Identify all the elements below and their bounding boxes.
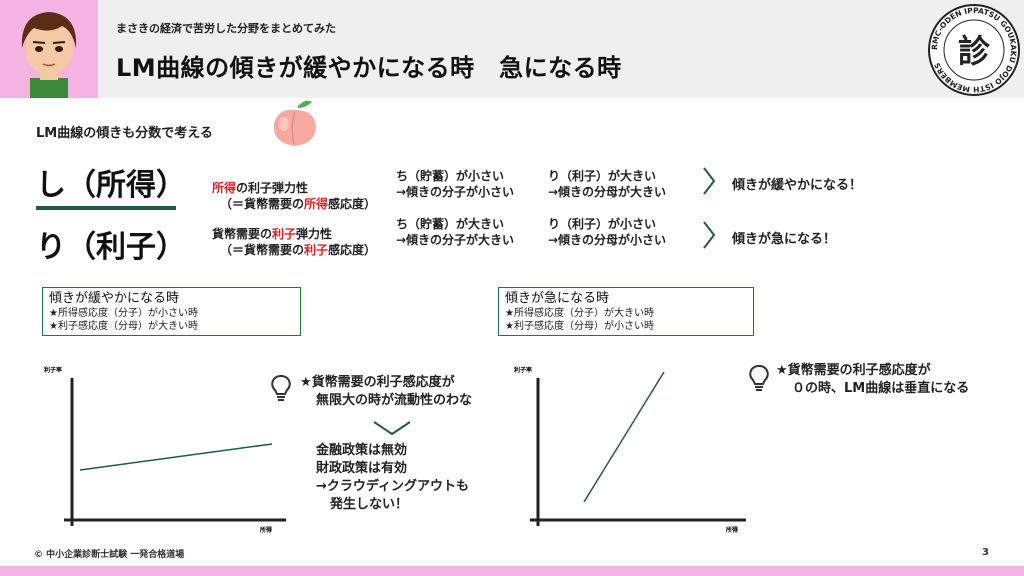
box-steep-line2: ★利子感応度（分母）が小さい時 [505, 321, 654, 332]
row1-elasticity: 所得の利子弾力性 [212, 181, 309, 195]
row2-ri-arrow: →傾きの分母が小さい [548, 233, 667, 247]
fraction-divider [36, 206, 176, 210]
box-gentle-line2: ★利子感応度（分母）が大きい時 [49, 321, 198, 332]
footer-copyright: © 中小企業診断士試験 一発合格道場 [34, 550, 185, 560]
policy-monetary: 金融政策は無効 [316, 443, 408, 458]
footer-bar [0, 566, 1024, 576]
seal-glyph: 診 [958, 32, 991, 70]
row2-chi: ち（貯蓄）が大きい [396, 217, 505, 231]
lm-curve-steep [583, 371, 665, 503]
lightbulb-icon [749, 364, 769, 391]
note-right-line1: ★貨幣需要の利子感応度が [776, 363, 931, 378]
label-ri: り（利子） [36, 230, 186, 265]
chevron-right-icon [703, 167, 716, 195]
peach-icon [273, 100, 316, 146]
y-axis-label: 利子率 [43, 366, 62, 374]
chevron-down-icon [373, 421, 411, 436]
box-steep: 傾きが急になる時 ★所得感応度（分子）が大きい時 ★利子感応度（分母）が小さい時 [498, 287, 754, 336]
policy-fiscal: 財政政策は有効 [316, 461, 408, 476]
row2-chi-arrow: →傾きの分子が大きい [396, 233, 515, 247]
page-number: 3 [982, 547, 989, 558]
row1-result: 傾きが緩やかになる！ [732, 178, 863, 193]
chevron-right-icon [703, 221, 716, 249]
page-title: LM曲線の傾きが緩やかになる時 急になる時 [116, 54, 622, 82]
intro-text: LM曲線の傾きも分数で考える [36, 126, 213, 141]
box-gentle-line1: ★所得感応度（分子）が小さい時 [49, 308, 198, 319]
box-steep-line1: ★所得感応度（分子）が大きい時 [505, 308, 654, 319]
note-left-line2: 無限大の時が流動性のわな [316, 393, 473, 408]
note-left-line1: ★貨幣需要の利子感応度が [300, 375, 455, 390]
label-shi: し（所得） [36, 168, 186, 203]
lightbulb-icon [271, 374, 291, 401]
row1-chi: ち（貯蓄）が小さい [396, 169, 505, 183]
box-gentle-title: 傾きが緩やかになる時 [49, 291, 180, 306]
lm-curve-gentle [79, 443, 273, 471]
note-right-line2: ０の時、LM曲線は垂直になる [792, 381, 970, 396]
header-bar [0, 0, 1024, 98]
graph-gentle-lm: 利子率 所得 [43, 366, 286, 534]
x-axis-label: 所得 [726, 526, 738, 534]
policy-crowding-out: →クラウディングアウトも [316, 479, 469, 494]
dojo-seal-logo: RMC-ODEN IPPATSU GOUKAKU DOJO ISTH MEMBE… [928, 4, 1020, 96]
graph-steep-lm: 利子率 所得 [513, 366, 746, 534]
x-axis-label: 所得 [260, 526, 272, 534]
row1-chi-arrow: →傾きの分子が小さい [396, 185, 515, 199]
row1-ri-arrow: →傾きの分母が大きい [548, 185, 667, 199]
row1-ri: り（利子）が大きい [548, 169, 657, 183]
row2-sensitivity: （＝貨幣需要の利子感応度） [220, 243, 377, 257]
y-axis-label: 利子率 [513, 366, 532, 374]
header-subtitle: まさきの経済で苦労した分野をまとめてみた [116, 22, 336, 35]
avatar-illustration-icon [21, 12, 77, 98]
row2-ri: り（利子）が小さい [548, 217, 657, 231]
box-gentle: 傾きが緩やかになる時 ★所得感応度（分子）が小さい時 ★利子感応度（分母）が大き… [42, 287, 301, 336]
policy-no-occur: 発生しない！ [330, 497, 409, 512]
row2-result: 傾きが急になる！ [732, 232, 837, 247]
row1-sensitivity: （＝貨幣需要の所得感応度） [220, 197, 377, 211]
row2-elasticity: 貨幣需要の利子弾力性 [212, 227, 333, 241]
avatar [0, 0, 98, 98]
box-steep-title: 傾きが急になる時 [505, 291, 610, 306]
